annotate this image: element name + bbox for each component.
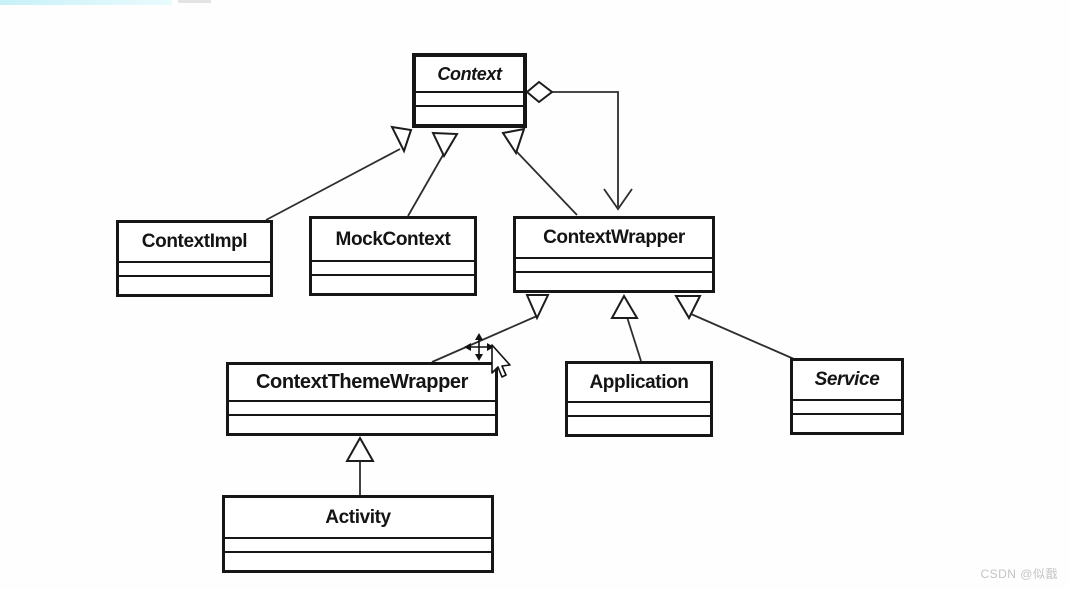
methods-compartment xyxy=(229,414,495,433)
generalization-arrow-icon xyxy=(610,293,639,319)
edge-mockcontext-to-context xyxy=(407,154,444,217)
fields-compartment xyxy=(793,399,901,413)
class-name-contextimpl: ContextImpl xyxy=(141,231,248,252)
fields-compartment xyxy=(416,91,523,105)
generalization-arrow-icon xyxy=(431,131,459,159)
class-name-mockcontext: MockContext xyxy=(335,228,451,250)
class-name-contextthemewrapper: ContextThemeWrapper xyxy=(255,371,469,393)
open-arrowhead-icon xyxy=(603,188,633,211)
generalization-arrow-icon xyxy=(674,295,702,321)
methods-compartment xyxy=(568,415,710,434)
top-accent-bar-secondary xyxy=(178,0,211,3)
edge-application-to-contextwrapper xyxy=(626,316,642,362)
methods-compartment xyxy=(225,551,491,570)
class-name-context: Context xyxy=(437,63,502,84)
edge-contextwrapper-to-context xyxy=(516,151,578,216)
methods-compartment xyxy=(119,275,270,294)
class-box-mockcontext: MockContext xyxy=(309,216,477,296)
fields-compartment xyxy=(229,400,495,414)
methods-compartment xyxy=(516,271,712,290)
edge-context-to-contextwrapper-aggregation xyxy=(552,91,619,207)
aggregation-diamond-icon xyxy=(525,80,554,104)
class-name-activity: Activity xyxy=(325,506,391,528)
top-accent-bar xyxy=(0,0,172,5)
fields-compartment xyxy=(225,537,491,551)
edge-contextthemewrapper-to-contextwrapper xyxy=(431,315,538,363)
fields-compartment xyxy=(119,261,270,275)
methods-compartment xyxy=(416,105,523,124)
fields-compartment xyxy=(516,257,712,271)
generalization-arrow-icon xyxy=(345,435,375,462)
class-box-application: Application xyxy=(565,361,713,437)
class-name-contextwrapper: ContextWrapper xyxy=(543,227,685,248)
generalization-arrow-icon xyxy=(390,125,413,154)
generalization-arrow-icon xyxy=(525,294,550,321)
fields-compartment xyxy=(312,260,474,274)
class-name-service: Service xyxy=(814,369,880,390)
edge-service-to-contextwrapper xyxy=(690,313,795,360)
class-name-application: Application xyxy=(589,371,689,393)
generalization-arrow-icon xyxy=(501,127,526,156)
class-box-activity: Activity xyxy=(222,495,494,573)
class-box-contextimpl: ContextImpl xyxy=(116,220,273,297)
class-box-service: Service xyxy=(790,358,904,435)
class-box-contextthemewrapper: ContextThemeWrapper xyxy=(226,362,498,436)
class-box-context: Context xyxy=(412,53,527,128)
csdn-watermark: CSDN @似戬 xyxy=(980,567,1058,581)
fields-compartment xyxy=(568,401,710,415)
methods-compartment xyxy=(312,274,474,293)
methods-compartment xyxy=(793,413,901,432)
edge-contextimpl-to-context xyxy=(265,148,401,221)
class-box-contextwrapper: ContextWrapper xyxy=(513,216,715,293)
